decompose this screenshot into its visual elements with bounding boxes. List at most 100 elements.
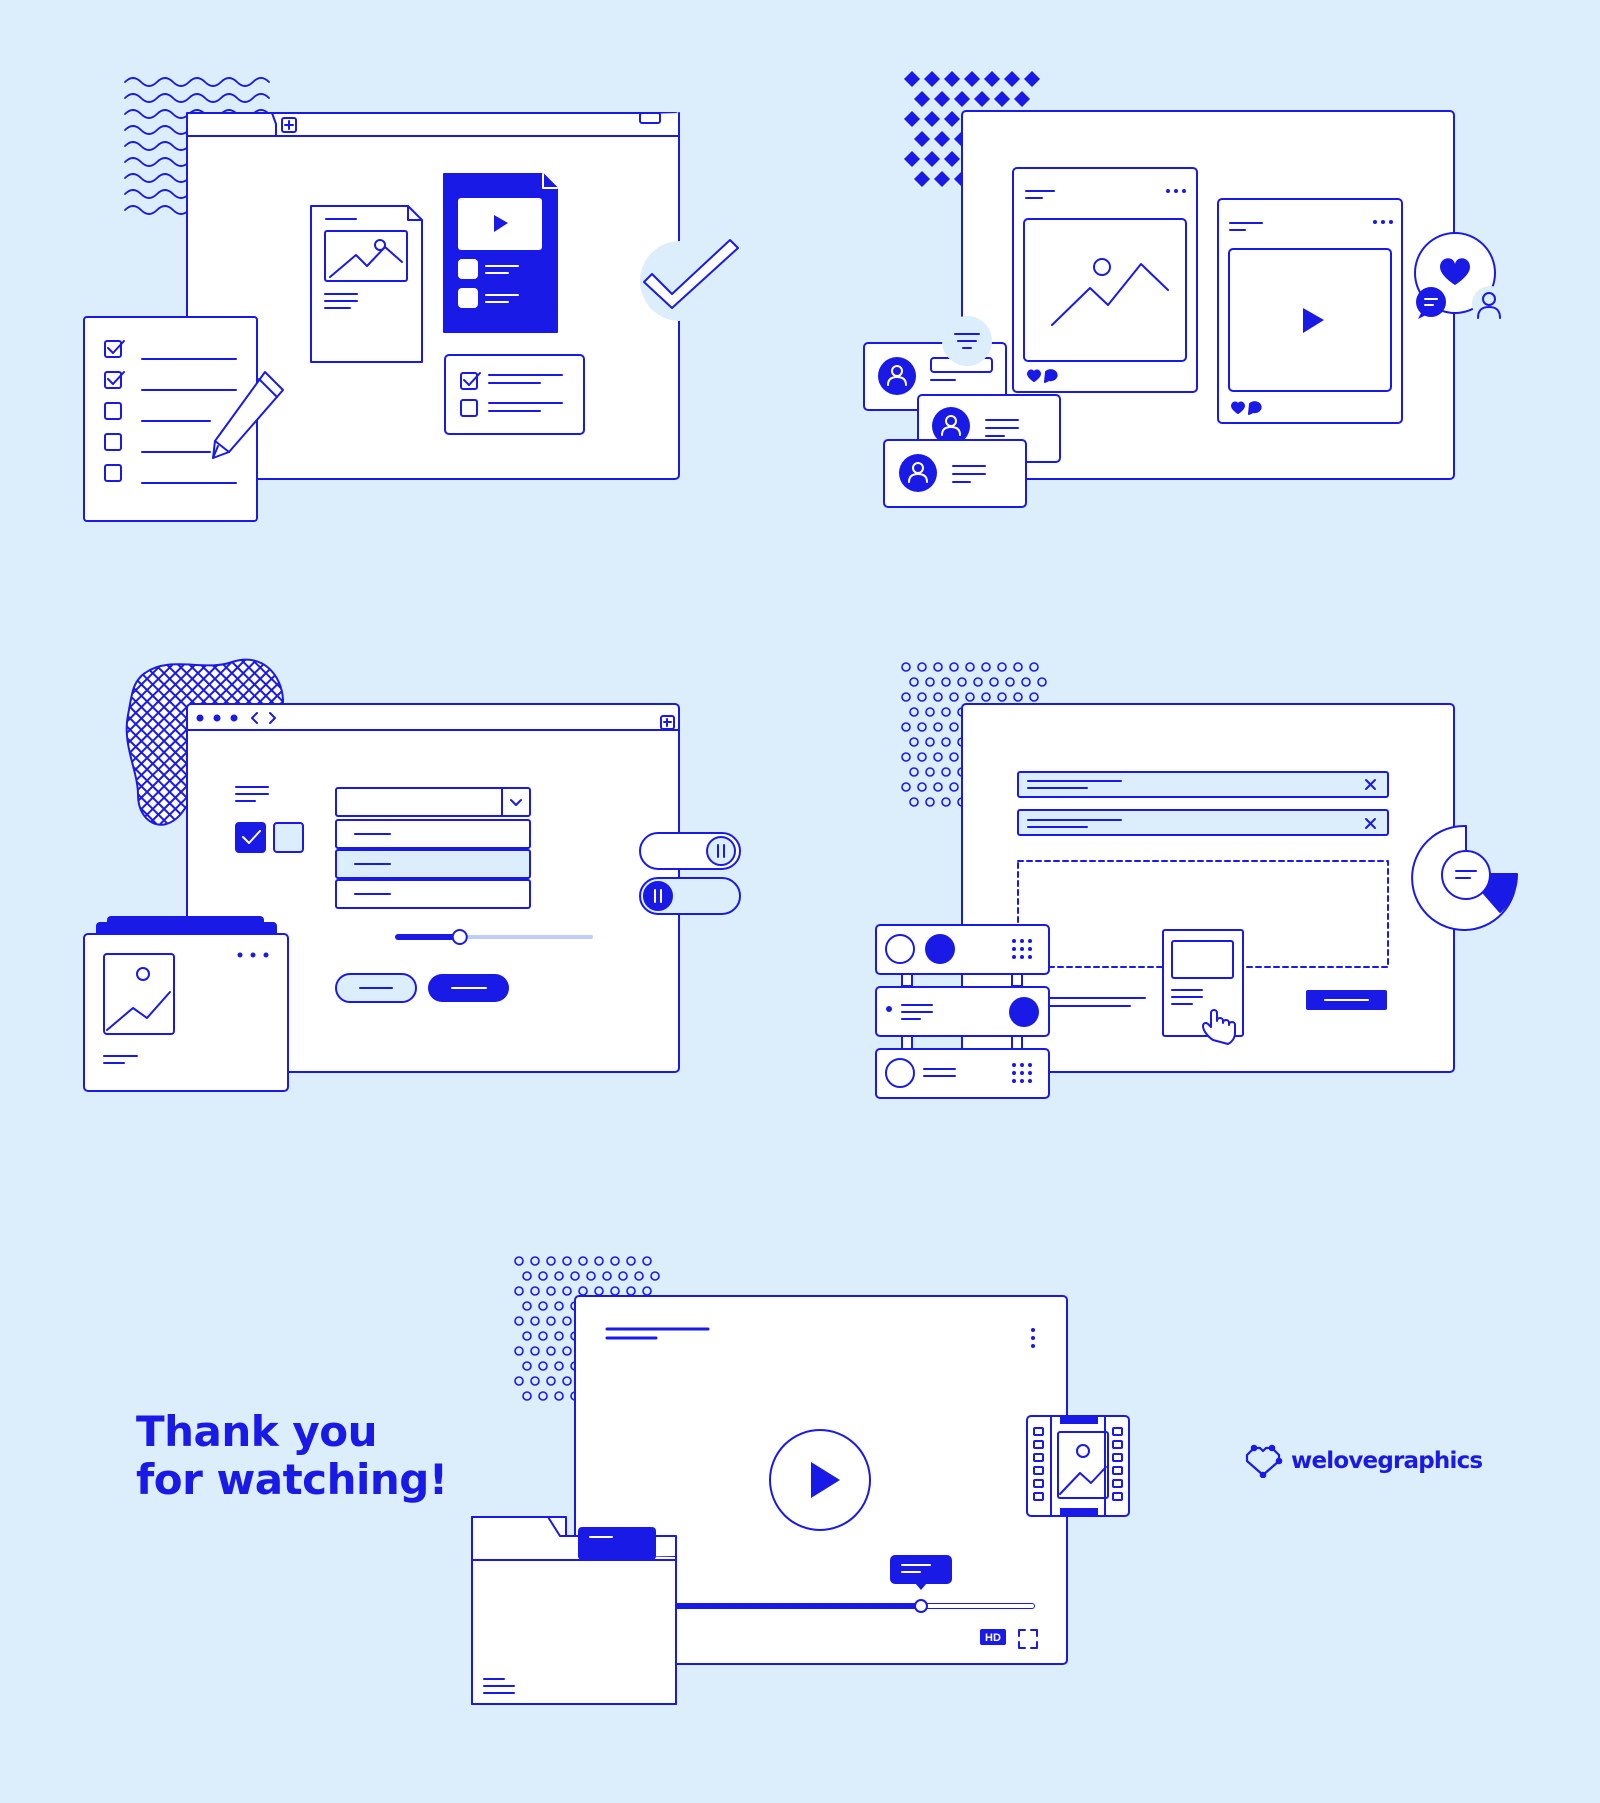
pattern-dot <box>957 677 967 687</box>
file-input[interactable] <box>1017 771 1389 798</box>
checkbox-checked[interactable] <box>235 822 266 853</box>
pattern-dot <box>997 662 1007 672</box>
pattern-dot <box>1021 677 1031 687</box>
checklist-illustration <box>83 77 739 522</box>
diamond-shape <box>924 151 940 167</box>
user-icon <box>1482 292 1496 306</box>
diamond-pattern <box>904 71 1040 187</box>
pencil-icon <box>212 371 284 459</box>
pattern-dot <box>925 797 935 807</box>
checkbox-empty[interactable] <box>273 822 304 853</box>
slider-knob[interactable] <box>451 929 468 945</box>
diamond-shape <box>944 151 960 167</box>
diamond-shape <box>974 91 990 107</box>
brand-logo[interactable]: welovegraphics <box>1243 1444 1483 1478</box>
comment-icon[interactable] <box>1044 369 1058 383</box>
pattern-dot <box>949 752 959 762</box>
heart-icon <box>1440 258 1470 285</box>
pattern-dot <box>530 1256 540 1266</box>
pattern-dot <box>941 737 951 747</box>
pattern-dot <box>610 1256 620 1266</box>
video-post-card <box>1217 198 1403 424</box>
diamond-shape <box>1004 71 1020 87</box>
diamond-shape <box>934 171 950 187</box>
closing-line-2: for watching! <box>136 1455 448 1504</box>
brand-name: welovegraphics <box>1291 1448 1483 1474</box>
pattern-dot <box>538 1361 548 1371</box>
diamond-shape <box>934 91 950 107</box>
diamond-shape <box>954 91 970 107</box>
upload-illustration <box>875 662 1519 1099</box>
close-icon[interactable] <box>1365 779 1376 790</box>
checkmark-badge <box>640 239 739 321</box>
play-icon <box>811 1462 840 1498</box>
pattern-dot <box>965 662 975 672</box>
checkbox-checked[interactable] <box>460 372 478 390</box>
pattern-dot <box>586 1271 596 1281</box>
pattern-dot <box>546 1256 556 1266</box>
pattern-dot <box>538 1331 548 1341</box>
pattern-dot <box>925 707 935 717</box>
back-icon[interactable] <box>251 712 258 724</box>
vertical-menu-icon[interactable] <box>1031 1328 1035 1348</box>
close-icon[interactable] <box>1365 818 1376 829</box>
pattern-dot <box>949 782 959 792</box>
diamond-shape <box>944 71 960 87</box>
diamond-shape <box>1024 71 1040 87</box>
diamond-shape <box>964 71 980 87</box>
hand-cursor-icon <box>1202 1009 1236 1045</box>
pattern-dot <box>554 1361 564 1371</box>
pattern-dot <box>642 1286 652 1296</box>
pattern-dot <box>562 1256 572 1266</box>
film-hole <box>1033 1427 1044 1436</box>
image-gallery-stack <box>83 916 289 1092</box>
dropdown-option[interactable] <box>335 849 531 879</box>
pattern-dot <box>941 707 951 717</box>
new-tab-icon[interactable] <box>660 715 675 730</box>
range-slider[interactable] <box>395 929 593 945</box>
checkbox-empty[interactable] <box>460 399 478 417</box>
video-document <box>443 173 558 333</box>
form-illustration <box>83 658 741 1092</box>
dragged-document <box>1162 929 1244 1045</box>
dropdown-select[interactable] <box>335 787 531 817</box>
pattern-dot <box>901 752 911 762</box>
dropdown-option[interactable] <box>335 819 531 849</box>
new-tab-icon[interactable] <box>281 117 297 133</box>
progress-knob[interactable] <box>914 1599 928 1613</box>
film-hole <box>1112 1492 1123 1501</box>
film-hole <box>1033 1440 1044 1449</box>
hd-badge[interactable] <box>980 1629 1006 1645</box>
pattern-dot <box>514 1346 524 1356</box>
film-hole <box>1112 1453 1123 1462</box>
play-icon[interactable] <box>1303 308 1324 333</box>
heart-outline-icon <box>1245 1444 1283 1478</box>
pattern-dot <box>530 1316 540 1326</box>
pattern-dot <box>909 737 919 747</box>
pattern-dot <box>562 1346 572 1356</box>
toggle-switch-off[interactable] <box>639 877 741 915</box>
toggle-switch-on[interactable] <box>639 832 741 870</box>
film-hole <box>1033 1479 1044 1488</box>
pattern-dot <box>941 767 951 777</box>
pattern-dot <box>933 722 943 732</box>
pattern-dot <box>562 1286 572 1296</box>
like-icon[interactable] <box>1027 369 1041 382</box>
fullscreen-icon[interactable] <box>1018 1629 1038 1649</box>
pattern-dot <box>1029 692 1039 702</box>
more-options-icon[interactable] <box>1166 189 1186 193</box>
pattern-dot <box>514 1256 524 1266</box>
diamond-shape <box>904 71 920 87</box>
pattern-dot <box>933 662 943 672</box>
pattern-dot <box>989 677 999 687</box>
server-unit <box>875 986 1050 1037</box>
diamond-shape <box>904 111 920 127</box>
video-progress-bar[interactable] <box>659 1555 1035 1613</box>
forward-icon[interactable] <box>269 712 276 724</box>
dropdown-option[interactable] <box>335 879 531 909</box>
pattern-dot <box>618 1271 628 1281</box>
file-input[interactable] <box>1017 809 1389 836</box>
pattern-dot <box>949 722 959 732</box>
server-unit <box>875 924 1050 975</box>
pattern-dot <box>1037 677 1047 687</box>
